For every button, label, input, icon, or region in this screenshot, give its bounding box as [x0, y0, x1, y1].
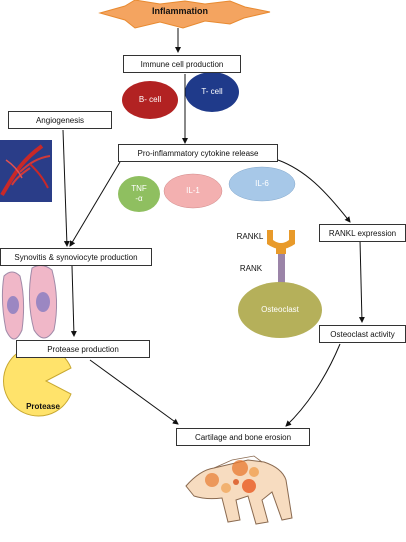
arrow-angiogenesis-to-synovitis — [63, 130, 67, 246]
osteoclast-label: Osteoclast — [248, 305, 312, 314]
arrow-osteoclast-activity-to-cartilage — [286, 344, 340, 426]
rank-label: RANK — [236, 264, 266, 273]
il6-label: IL-6 — [244, 179, 280, 188]
osteoclast-activity-box: Osteoclast activity — [319, 325, 406, 343]
angiogenesis-vessels-image — [0, 140, 52, 202]
il1-label: IL-1 — [176, 186, 210, 195]
b-cell-label: B- cell — [128, 95, 172, 104]
angiogenesis-box: Angiogenesis — [8, 111, 112, 129]
t-cell-label: T- cell — [190, 87, 234, 96]
synovitis-box: Synovitis & synoviocyte production — [0, 248, 152, 266]
arrow-synovitis-to-protease — [72, 266, 74, 336]
arrow-rankl-to-osteoclast-activity — [360, 240, 362, 322]
immune-cell-production-box: Immune cell production — [123, 55, 241, 73]
inflammation-label: Inflammation — [140, 6, 220, 16]
arrow-protease-to-cartilage — [90, 360, 178, 424]
protease-production-box: Protease production — [16, 340, 150, 358]
arrow-cytokine-to-synovitis — [70, 162, 120, 246]
pro-inflammatory-cytokine-box: Pro-inflammatory cytokine release — [118, 144, 278, 162]
arthritic-hand-image — [186, 456, 292, 524]
protease-label: Protease — [18, 402, 68, 411]
rankl-rank-receptor — [267, 230, 295, 288]
tnf-label: TNF -α — [124, 184, 154, 204]
cartilage-bone-erosion-box: Cartilage and bone erosion — [176, 428, 310, 446]
synoviocyte-cells-image — [2, 265, 56, 339]
rankl-expression-box: RANKL expression — [319, 224, 406, 242]
rankl-label: RANKL — [234, 232, 266, 241]
